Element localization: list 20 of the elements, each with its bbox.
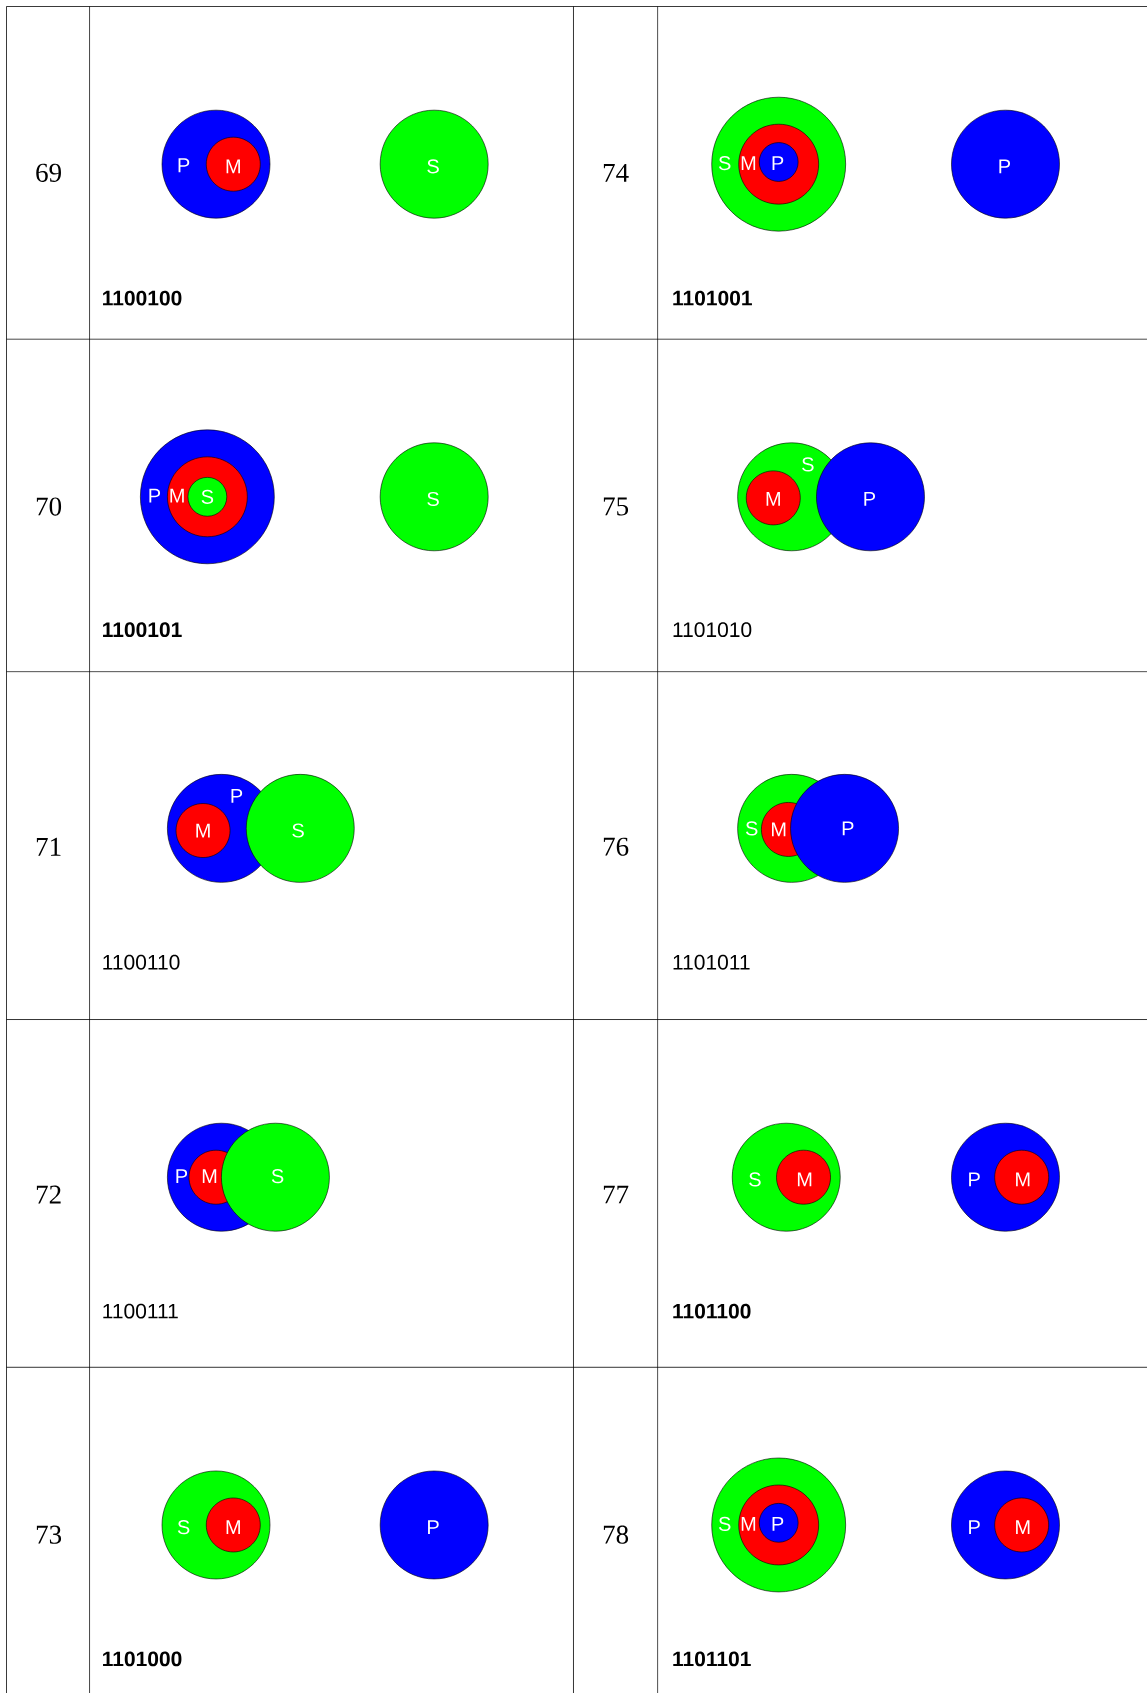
binary-code: 1100110: [103, 954, 180, 970]
binary-code: 1101010: [673, 622, 752, 638]
binary-code: 1101000: [103, 1651, 182, 1667]
row-number: 72: [36, 1185, 61, 1204]
binary-code: 1100101: [103, 622, 182, 638]
row-number: 74: [603, 163, 629, 182]
row-number: 75: [603, 497, 629, 516]
row-number: 70: [36, 497, 62, 516]
binary-code: 1101100: [673, 1303, 751, 1319]
binary-code: 1100100: [103, 290, 182, 306]
row-number: 77: [603, 1185, 629, 1204]
binary-code: 1101011: [673, 954, 750, 970]
row-number: 71: [36, 837, 61, 856]
row-number: 69: [36, 163, 61, 182]
row-number: 73: [36, 1525, 62, 1544]
binary-code: 1101101: [673, 1651, 751, 1667]
binary-code: 1100111: [103, 1303, 178, 1319]
row-number: 78: [603, 1525, 629, 1544]
row-number: 76: [603, 837, 629, 856]
binary-code: 1101001: [673, 290, 752, 306]
